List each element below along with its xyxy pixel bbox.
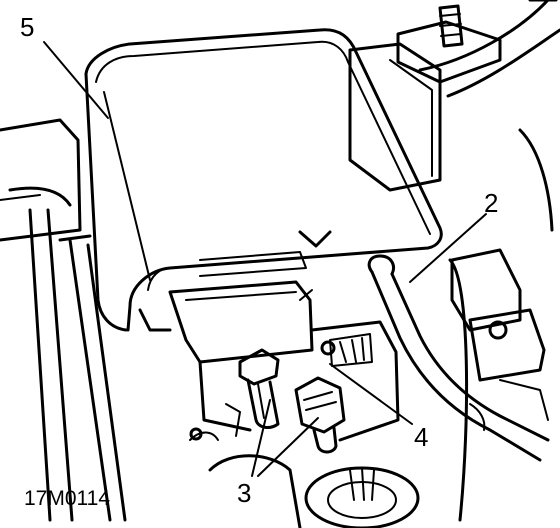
leader-3a (251, 399, 271, 477)
right-fittings (450, 248, 549, 421)
leader-2 (409, 213, 487, 283)
leader-5 (43, 41, 109, 119)
leader-3b (257, 417, 319, 477)
callout-2: 2 (484, 188, 499, 218)
leader-4 (329, 363, 413, 425)
valve-housing (168, 280, 400, 442)
callout-4: 4 (414, 422, 429, 452)
charcoal-canister (84, 28, 443, 332)
purge-hose (367, 254, 550, 462)
top-bracket (348, 4, 502, 192)
bottom-component (189, 427, 420, 528)
leader-lines (43, 41, 487, 477)
callout-5: 5 (20, 12, 35, 42)
callout-3: 3 (237, 478, 252, 508)
connectors (225, 348, 346, 454)
figure-id: 17M0114 (24, 487, 111, 510)
